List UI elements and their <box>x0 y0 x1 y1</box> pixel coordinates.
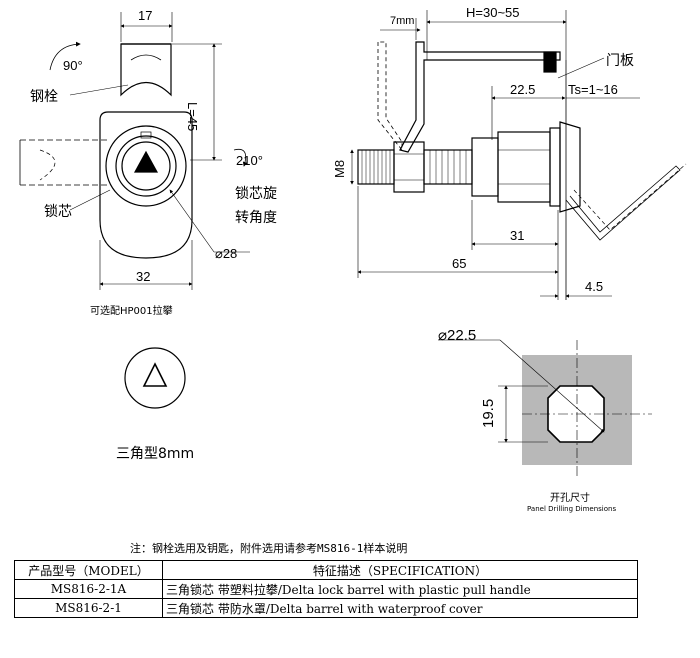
front-dim-17: 17 <box>138 8 153 23</box>
label-core-rotation-1: 锁芯旋 <box>235 186 277 202</box>
side-dim-4-5: 4.5 <box>585 279 604 294</box>
cutout-view <box>438 339 652 478</box>
front-dim-diameter: ⌀28 <box>215 246 238 261</box>
table-header-row: 产品型号（MODEL） 特征描述（SPECIFICATION） <box>14 560 638 580</box>
side-dim-7mm: 7mm <box>390 15 415 27</box>
core-angle-210: 210° <box>236 153 263 168</box>
side-dim-65: 65 <box>452 256 467 271</box>
cutout-dim-diameter: ⌀22.5 <box>438 327 477 344</box>
side-dim-m8: M8 <box>332 159 347 178</box>
front-dim-32: 32 <box>136 269 151 284</box>
key-view <box>124 347 186 409</box>
side-dim-31: 31 <box>510 228 525 243</box>
cutout-dim-height: 19.5 <box>480 398 497 428</box>
footnote: 注：钢栓选用及钥匙，附件选用请参考MS816-1样本说明 <box>130 542 408 555</box>
front-angle-90: 90° <box>63 58 83 73</box>
header-specification: 特征描述（SPECIFICATION） <box>162 560 638 580</box>
row-spec: 三角锁芯 带防水罩/Delta barrel with waterproof c… <box>162 598 638 618</box>
table-row: MS816-2-1A 三角锁芯 带塑料拉攀/Delta lock barrel … <box>14 579 638 599</box>
side-view <box>350 10 687 300</box>
spec-table: 产品型号（MODEL） 特征描述（SPECIFICATION） MS816-2-… <box>14 560 638 618</box>
label-door-panel: 门板 <box>606 53 634 69</box>
side-dim-h: H=30~55 <box>466 5 520 20</box>
header-model: 产品型号（MODEL） <box>14 560 163 580</box>
front-dim-height: L=45 <box>185 102 200 132</box>
side-dim-22-5: 22.5 <box>510 82 536 97</box>
front-view <box>19 12 250 290</box>
side-dim-ts: Ts=1~16 <box>568 82 618 97</box>
label-lock-core: 锁芯 <box>44 204 72 220</box>
caption-optional-handle: 可选配HP001拉攀 <box>90 306 173 317</box>
key-caption: 三角型8mm <box>116 446 195 462</box>
cutout-caption-cn: 开孔尺寸 <box>550 493 590 504</box>
label-steel-bolt: 钢栓 <box>30 89 58 105</box>
row-model: MS816-2-1 <box>14 598 163 618</box>
table-row: MS816-2-1 三角锁芯 带防水罩/Delta barrel with wa… <box>14 598 638 618</box>
cutout-caption-en: Panel Drilling Dimensions <box>527 505 617 513</box>
label-core-rotation-2: 转角度 <box>235 210 277 226</box>
row-spec: 三角锁芯 带塑料拉攀/Delta lock barrel with plasti… <box>162 579 638 599</box>
row-model: MS816-2-1A <box>14 579 163 599</box>
